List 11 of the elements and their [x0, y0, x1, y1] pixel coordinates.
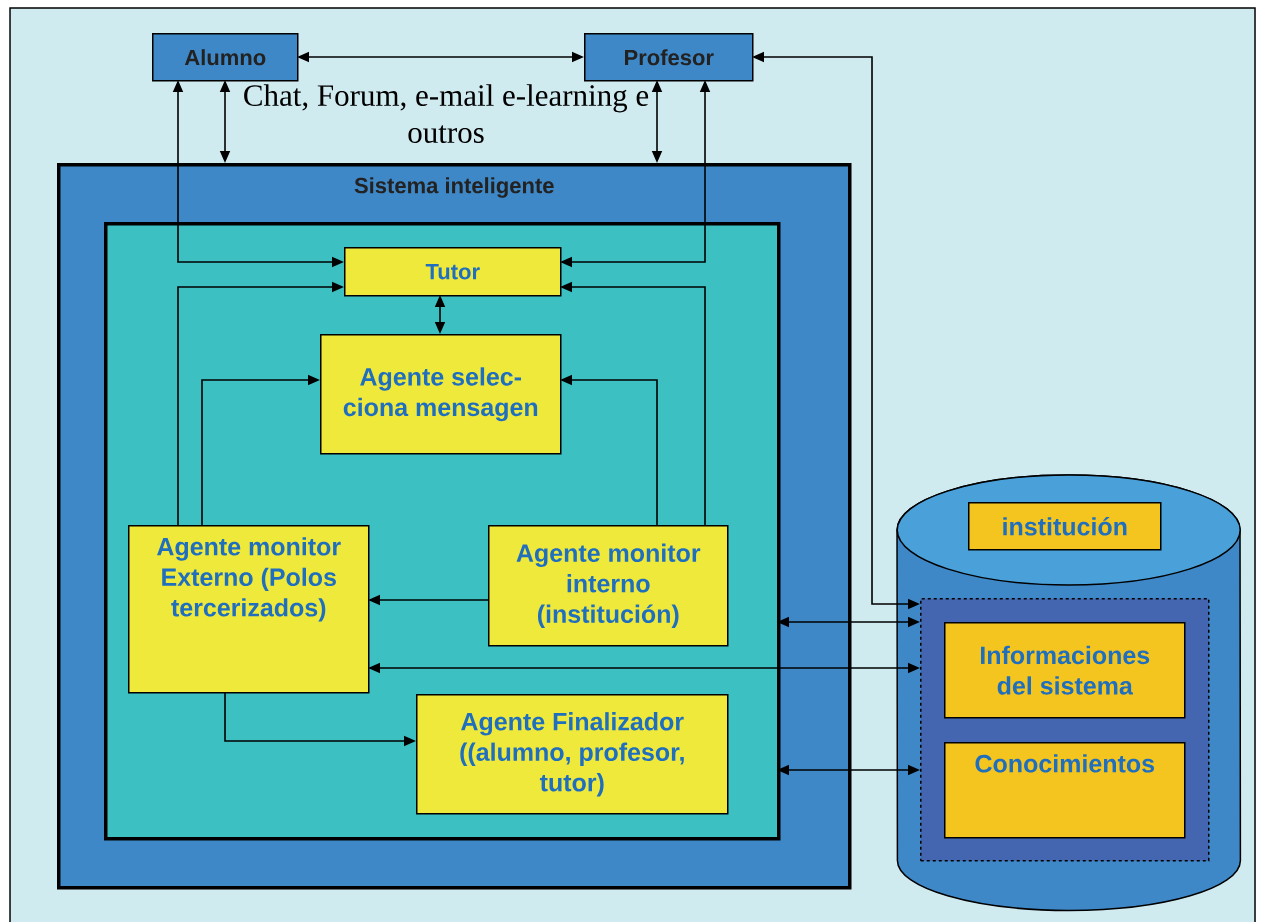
- data-box: Informaciones del sistema: [944, 622, 1186, 719]
- data-box: Conocimientos: [944, 742, 1186, 839]
- data-box: institución: [968, 502, 1162, 551]
- agent-box: Agente selec- ciona mensagen: [320, 334, 562, 455]
- role-box: Alumno: [152, 33, 299, 82]
- agent-box: Agente Finalizador ((alumno, profesor, tutor): [416, 694, 729, 815]
- agent-box: Agente monitor interno (institución): [488, 525, 729, 647]
- note-text: Chat, Forum, e-mail e-learning e outros: [244, 84, 649, 143]
- agent-box: Agente monitor Externo (Polos tercerizados): [128, 525, 370, 694]
- tutor-box: Tutor: [344, 247, 562, 297]
- role-box: Profesor: [584, 33, 754, 82]
